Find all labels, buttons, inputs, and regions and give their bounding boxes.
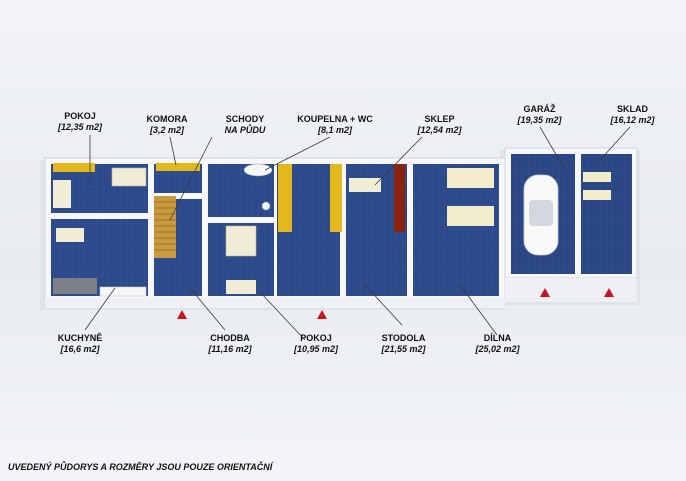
label-schody: SCHODY NA PŮDU <box>215 114 275 136</box>
room-area: [12,54 m2] <box>417 125 462 135</box>
room-name: SCHODY <box>225 114 265 124</box>
room-area: [10,95 m2] <box>293 344 339 354</box>
room-area: [25,02 m2] <box>475 344 520 354</box>
room-name: DÍLNA <box>483 333 512 343</box>
hall-wardrobe-right <box>330 164 342 232</box>
sklep-door <box>394 164 405 232</box>
garage-apron <box>505 278 637 302</box>
label-komora: KOMORA [3,2 m2] <box>137 114 197 136</box>
hall-wardrobe-left <box>278 164 292 232</box>
room-name: SKLAD <box>617 104 648 114</box>
entrance-marker-4 <box>604 288 614 297</box>
pokoj2-bed <box>225 225 257 257</box>
label-sklad: SKLAD [16,12 m2] <box>595 104 670 126</box>
room-area: [8,1 m2] <box>317 125 352 135</box>
pokoj1-cabinet <box>53 163 95 172</box>
entrance-marker-2 <box>317 310 327 319</box>
car <box>523 174 559 256</box>
staircase <box>154 196 176 258</box>
label-kuchyne: KUCHYNĚ [16,6 m2] <box>45 333 115 355</box>
room-area: NA PŮDU <box>224 125 266 135</box>
label-koupelna: KOUPELNA + WC [8,1 m2] <box>280 114 390 136</box>
pavement <box>45 298 505 308</box>
room-area: [21,55 m2] <box>381 344 426 354</box>
label-stodola: STODOLA [21,55 m2] <box>366 333 441 355</box>
room-area: [19,35 m2] <box>517 115 562 125</box>
room-area: [3,2 m2] <box>149 125 184 135</box>
label-chodba: CHODBA [11,16 m2] <box>195 333 265 355</box>
entrance-marker-3 <box>540 288 550 297</box>
dilna-bench-2 <box>447 206 494 226</box>
room-area: [16,12 m2] <box>610 115 655 125</box>
room-name: STODOLA <box>381 333 426 343</box>
room-area: [11,16 m2] <box>208 344 252 354</box>
kitchen-sofa <box>53 278 97 294</box>
room-name: SKLEP <box>424 114 455 124</box>
room-name: KOMORA <box>146 114 188 124</box>
room-name: POKOJ <box>300 333 332 343</box>
room-name: KUCHYNĚ <box>57 333 103 343</box>
entrance-marker-1 <box>177 310 187 319</box>
label-sklep: SKLEP [12,54 m2] <box>402 114 477 136</box>
kitchen-counter <box>99 286 147 297</box>
toilet <box>261 201 271 211</box>
label-pokoj-1: POKOJ [12,35 m2] <box>45 111 115 133</box>
dilna-bench-1 <box>447 168 494 188</box>
label-pokoj-2: POKOJ [10,95 m2] <box>281 333 351 355</box>
pokoj1-bed <box>111 167 147 187</box>
label-garaz: GARÁŽ [19,35 m2] <box>502 104 577 126</box>
sklad-shelf-1 <box>583 172 611 182</box>
room-name: CHODBA <box>210 333 250 343</box>
kitchen-table <box>56 228 84 242</box>
sklep-table <box>349 178 381 192</box>
room-area: [12,35 m2] <box>57 122 103 132</box>
room-area: [16,6 m2] <box>60 344 100 354</box>
komora-shelf <box>156 163 200 171</box>
room-name: POKOJ <box>64 111 96 121</box>
room-name: KOUPELNA + WC <box>297 114 373 124</box>
disclaimer-text: UVEDENÝ PŮDORYS A ROZMĚRY JSOU POUZE ORI… <box>8 462 273 472</box>
room-name: GARÁŽ <box>523 104 556 114</box>
leader-lines <box>84 126 631 341</box>
pokoj2-desk <box>226 280 256 294</box>
pokoj1-desk <box>53 180 71 208</box>
bathtub <box>243 163 273 177</box>
label-dilna: DÍLNA [25,02 m2] <box>460 333 535 355</box>
sklad-shelf-2 <box>583 190 611 200</box>
